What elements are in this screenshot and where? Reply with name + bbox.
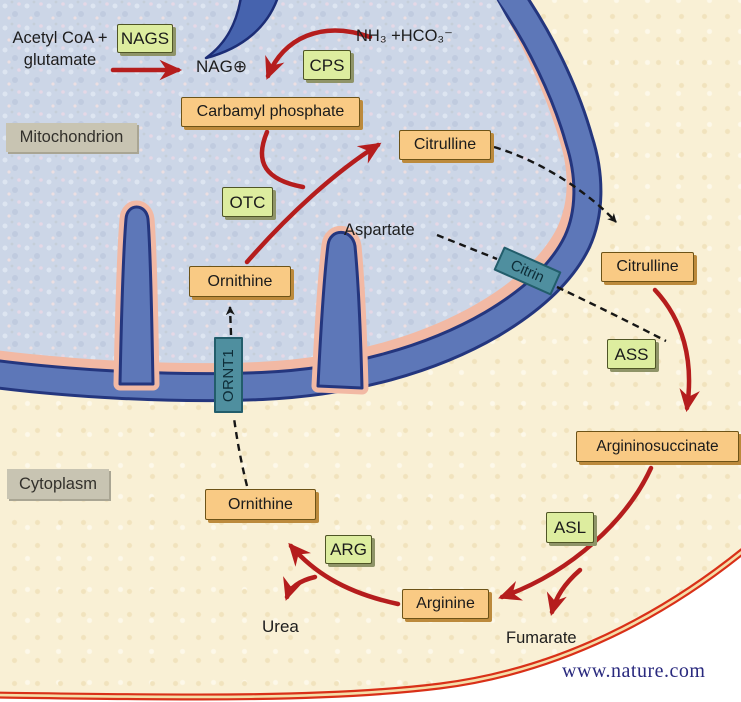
cell-membrane-line-gap [0,550,741,699]
metabolite-citrulline-cyto: Citrulline [601,252,694,282]
metabolite-ornithine-cyto: Ornithine [205,489,316,520]
crista-crescent-icon [204,0,279,60]
metabolite-carbamyl-phosphate: Carbamyl phosphate [181,97,360,127]
outside-cell-region [0,554,741,702]
enzyme-arg: ARG [325,535,372,564]
cell-membrane [0,548,741,702]
transporter-ornt1: ORNT1 [214,337,243,413]
mitochondrion-membrane-band [0,0,600,400]
metabolite-citrulline-mito: Citrulline [399,130,491,160]
metabolite-arginine: Arginine [402,589,489,619]
ornt1-label: ORNT1 [220,348,237,402]
fumarate-label: Fumarate [506,629,577,647]
ammonia-label: NH₃ +HCO₃⁻ [356,27,453,45]
dashed-citrulline-export [493,145,617,223]
enzyme-nags: NAGS [117,24,173,53]
urea-label: Urea [262,617,299,636]
arrow-citrulline-to-argininosuccinate [652,287,700,413]
reaction-arrows [110,28,700,616]
dashed-ornt1-to-ornithine [225,305,235,336]
watermark: www.nature.com [562,660,706,682]
substrate-label: Acetyl CoA + glutamate [4,27,116,72]
arrow-branch-to-urea [283,574,318,601]
aspartate-label: Aspartate [344,221,415,239]
substrate-line2: glutamate [23,51,97,70]
enzyme-cps: CPS [303,50,351,80]
metabolite-argininosuccinate: Argininosuccinate [576,431,739,462]
dashed-ornithine-to-ornt1 [232,417,249,487]
arrow-arginine-to-ornithine [288,542,401,607]
arrow-argininosuccinate-to-arginine [498,465,654,601]
compartment-label-mitochondrion: Mitochondrion [6,123,137,152]
enzyme-asl: ASL [546,512,594,543]
transport-arrows [225,145,667,487]
arrow-branch-to-fumarate [546,567,583,616]
arrow-ammonia-to-carbamyl [265,28,373,80]
compartment-label-cytoplasm: Cytoplasm [7,469,109,499]
enzyme-otc: OTC [222,187,273,217]
arrow-ornithine-to-citrulline [244,142,382,265]
metabolite-ornithine-mito: Ornithine [189,266,291,297]
substrate-line1: Acetyl CoA + [12,29,108,47]
crista-icon [118,205,155,386]
dashed-citrin-to-ass [556,285,667,343]
crista-icon [316,230,364,390]
enzyme-ass: ASS [607,339,656,369]
nag-label: NAG⊕ [196,57,248,76]
dashed-aspartate-to-citrin [436,233,498,261]
arrow-carbamyl-join [259,129,306,190]
